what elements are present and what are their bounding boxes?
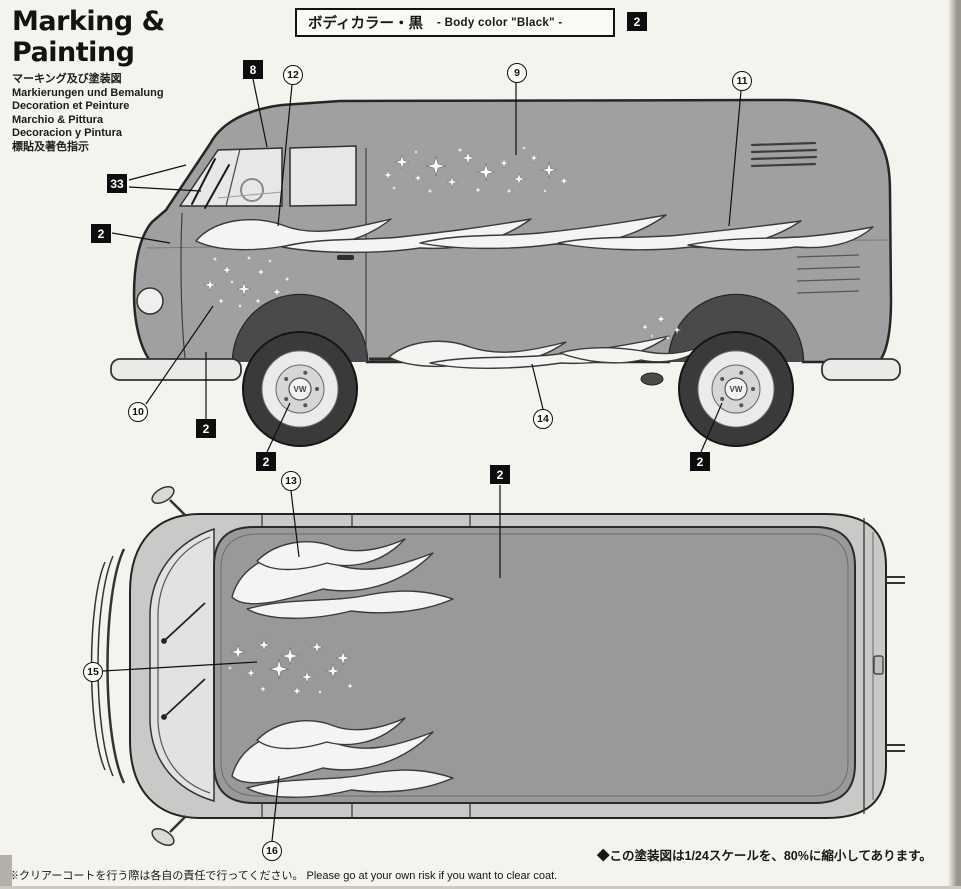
callout-paint-2-roof: 2 <box>490 465 510 484</box>
callout-paint-2-front-wheel: 2 <box>256 452 276 471</box>
exhaust-pipe <box>640 372 664 386</box>
side-view-van: VW VW <box>110 98 901 447</box>
callout-decal-10: 10 <box>128 402 148 422</box>
steering-wheel <box>240 178 264 202</box>
scale-note: ◆この塗装図は1/24スケールを、80%に縮小してあります。 <box>597 849 932 863</box>
lower-flame-decal <box>388 335 704 369</box>
wiper-blades <box>191 158 230 209</box>
windshield-top-view <box>149 527 215 802</box>
page-title: Marking & Painting <box>12 6 165 68</box>
door-seam-ticks <box>261 514 471 818</box>
engine-lid-lines <box>796 254 861 294</box>
cab-door-seam <box>180 212 186 359</box>
horn-grille <box>136 287 164 315</box>
body-color-legend: ボディカラー・黒 - Body color "Black" - <box>295 8 615 37</box>
callout-decal-9: 9 <box>507 63 527 83</box>
callout-decal-11: 11 <box>732 71 752 91</box>
side-mirror-top <box>151 486 187 517</box>
subtitle-jp: マーキング及び塗装図 <box>12 73 122 85</box>
leader-lines <box>102 78 742 842</box>
body-color-label-jp: ボディカラー・黒 <box>308 16 423 32</box>
subtitle-fr: Decoration et Peinture <box>12 100 130 112</box>
subtitle-es: Decoracion y Pintura <box>12 127 123 139</box>
door-handle <box>337 255 354 260</box>
subtitle-it: Marchio & Pittura <box>12 113 104 126</box>
subtitle-de: Markierungen und Bemalung <box>12 86 164 99</box>
callout-decal-8: 8 <box>243 60 263 79</box>
callout-paint-2-rear-wheel: 2 <box>690 452 710 471</box>
scan-edge-corner <box>0 855 12 889</box>
callout-paint-2-front-panel: 2 <box>91 224 111 243</box>
front-wheel: VW <box>242 331 358 447</box>
callout-decal-15: 15 <box>83 662 103 682</box>
front-bumper <box>110 358 242 381</box>
body-color-label-en: - Body color "Black" - <box>436 16 563 29</box>
rear-wheel: VW <box>678 331 794 447</box>
callout-part-33: 33 <box>107 174 127 193</box>
callout-decal-14: 14 <box>533 409 553 429</box>
top-view-van <box>90 486 905 846</box>
engine-air-vents <box>750 141 818 168</box>
cab-windows <box>178 145 357 207</box>
callout-decal-16: 16 <box>262 841 282 861</box>
callout-decal-13: 13 <box>281 471 301 491</box>
vw-hubcap-logo: VW <box>294 385 307 394</box>
rear-bumper <box>821 358 901 381</box>
side-mirror-bottom <box>151 815 187 846</box>
engine-lid-handle <box>873 655 884 675</box>
scan-edge-bottom <box>0 886 961 889</box>
title-block: Marking & Painting マーキング及び塗装図 Markierung… <box>12 6 282 154</box>
subtitle-zh: 標貼及著色指示 <box>12 140 89 153</box>
paint-2-swatch-header: 2 <box>627 12 647 31</box>
scan-edge-right <box>948 0 961 889</box>
upper-flame-decal <box>195 214 874 254</box>
title-translations: マーキング及び塗装図 Markierungen und Bemalung Dec… <box>12 73 282 154</box>
callout-paint-2-rocker: 2 <box>196 419 216 438</box>
callout-decal-12: 12 <box>283 65 303 85</box>
vw-hubcap-logo: VW <box>730 385 743 394</box>
clear-coat-caution: ※クリアーコートを行う際は各自の責任で行ってください。 Please go at… <box>8 870 558 882</box>
rear-door-seams <box>863 518 905 814</box>
wiper-blades-top-view <box>161 602 206 720</box>
